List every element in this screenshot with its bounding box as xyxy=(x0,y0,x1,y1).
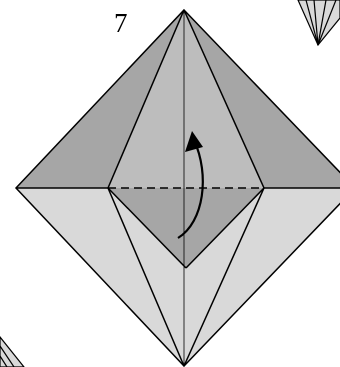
neighbor-figure-top-right xyxy=(298,0,340,45)
neighbor-figure-bottom-left xyxy=(0,337,24,367)
main-diamond xyxy=(16,10,340,366)
